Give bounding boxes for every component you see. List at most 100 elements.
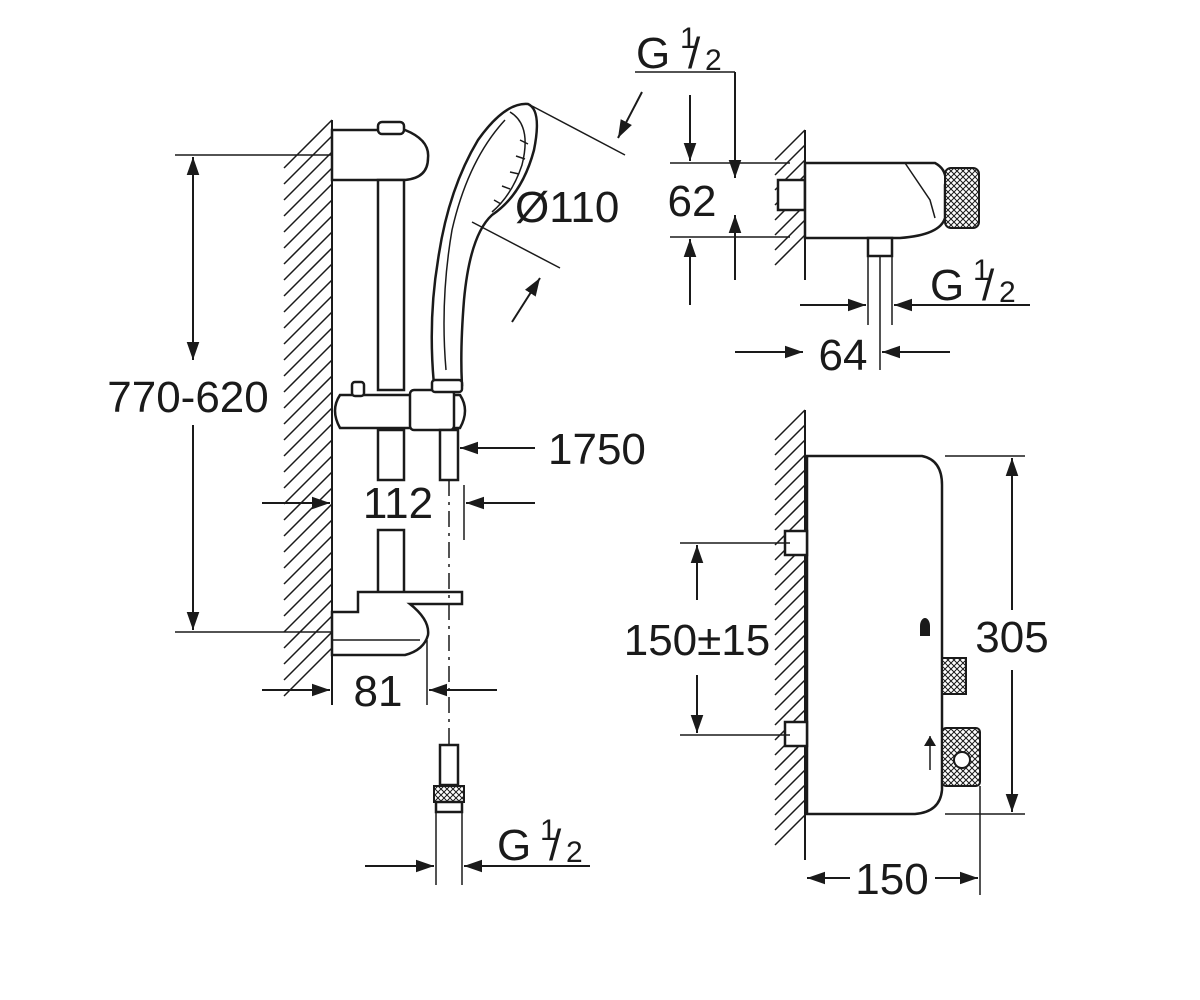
wall-hatch-line xyxy=(283,375,333,425)
wall-hatch-line xyxy=(774,814,806,846)
wall-hatch-line xyxy=(774,144,806,176)
wall-hatch-line xyxy=(283,471,333,521)
wall-hatch-line xyxy=(774,469,806,501)
wall-hatch-line xyxy=(283,567,333,617)
wall-hatch-line xyxy=(283,183,333,233)
rail-offset-label: 112 xyxy=(363,479,433,528)
dim-head-diameter: Ø110 xyxy=(471,91,643,323)
wall-hatch-line xyxy=(283,263,333,313)
hose-thread-num: 1 xyxy=(540,814,557,847)
wall-hatch-line xyxy=(774,409,806,441)
wall-hatch-line xyxy=(283,311,333,361)
wall-hatch-line xyxy=(283,599,333,649)
wall-hatch-line xyxy=(283,151,333,201)
wall-hatch-line xyxy=(283,519,333,569)
wall-hatch-line xyxy=(774,424,806,456)
wall-hatch-line xyxy=(774,694,806,726)
dim-inlet-centers: 150±15 xyxy=(624,542,790,736)
wall-hatch-line xyxy=(774,604,806,636)
outlet-offset-label: 64 xyxy=(819,331,868,380)
wall-hatch-line xyxy=(283,135,333,185)
wall-hatch-line xyxy=(283,327,333,377)
top-thread-g: G xyxy=(636,29,670,78)
outlet-thread-den: 2 xyxy=(999,276,1016,309)
wall-hatch-line xyxy=(774,799,806,831)
hose-thread-g: G xyxy=(497,821,531,870)
wall-hatch-line xyxy=(283,199,333,249)
dim-mixer-height: 305 xyxy=(945,455,1049,815)
wall-hatch-line xyxy=(774,619,806,651)
wall-hatch-line xyxy=(283,647,333,697)
wall-hatch-line xyxy=(283,455,333,505)
wall-hatch-line xyxy=(283,359,333,409)
inlet-spacing-label: 62 xyxy=(668,177,717,226)
outlet-thread-num: 1 xyxy=(973,254,990,287)
hose xyxy=(433,428,465,885)
shower-rail xyxy=(330,120,467,657)
hose-length-label: 1750 xyxy=(548,425,646,474)
rail-height-label: 770-620 xyxy=(107,373,268,422)
top-thread-den: 2 xyxy=(705,44,722,77)
wall-hatch-line xyxy=(283,615,333,665)
bracket-depth-label: 81 xyxy=(354,667,403,716)
dim-bracket-depth: 81 xyxy=(262,640,497,716)
wall-hatch-line xyxy=(283,583,333,633)
mixer-width-label: 150 xyxy=(855,855,928,904)
wall-hatch-line xyxy=(283,551,333,601)
dim-rail-offset: 112 xyxy=(262,479,535,540)
inlet-centers-label: 150±15 xyxy=(624,616,771,665)
wall-hatch-line xyxy=(774,634,806,666)
wall-hatch-line xyxy=(283,343,333,393)
wall-hatch-line xyxy=(774,499,806,531)
top-thread-slash: / xyxy=(688,29,701,78)
outlet-thread-g: G xyxy=(930,261,964,310)
wall-hatch-line xyxy=(774,439,806,471)
wall-hatch-line xyxy=(283,423,333,473)
wall-hatch-line xyxy=(774,129,806,161)
wall-bottom-right xyxy=(774,409,806,860)
wall-hatch-line xyxy=(774,754,806,786)
dim-outlet-thread: G 1 / 2 xyxy=(800,254,1030,312)
wall-hatch-line xyxy=(283,631,333,681)
wall-hatch-line xyxy=(283,119,333,169)
hose-thread-slash: / xyxy=(549,821,562,870)
hand-shower xyxy=(430,102,539,394)
wall-hatch-line xyxy=(774,574,806,606)
mixer-front-view xyxy=(783,454,981,816)
wall-hatch-line xyxy=(283,247,333,297)
dim-mixer-width: 150 xyxy=(807,786,981,904)
wall-hatch-line xyxy=(283,279,333,329)
top-thread-num: 1 xyxy=(680,22,697,55)
dim-rail-height: 770-620 xyxy=(107,154,332,633)
mixer-side-view xyxy=(776,161,980,370)
wall-hatch-line xyxy=(774,679,806,711)
wall-hatch-line xyxy=(774,664,806,696)
wall-hatch-line xyxy=(283,167,333,217)
mixer-height-label: 305 xyxy=(975,613,1048,662)
wall-hatch-line xyxy=(774,769,806,801)
wall-hatch-line xyxy=(283,231,333,281)
wall-hatch-line xyxy=(283,295,333,345)
wall-hatch-line xyxy=(283,503,333,553)
wall-hatch-line xyxy=(283,407,333,457)
wall-hatch-line xyxy=(774,649,806,681)
wall-hatch-line xyxy=(774,454,806,486)
dim-inlet-spacing: 62 xyxy=(668,95,790,305)
wall-hatch-line xyxy=(774,219,806,251)
dim-hose-thread: G 1 / 2 xyxy=(365,814,590,873)
head-diameter-label: Ø110 xyxy=(515,183,619,232)
wall-hatch-line xyxy=(774,589,806,621)
wall-hatch-line xyxy=(774,234,806,266)
dim-top-thread: G 1 / 2 xyxy=(635,22,742,178)
wall-hatch-line xyxy=(774,484,806,516)
wall-hatch-line xyxy=(774,784,806,816)
outlet-thread-slash: / xyxy=(982,261,995,310)
wall-left xyxy=(283,119,333,705)
wall-hatch-line xyxy=(283,535,333,585)
wall-hatch-line xyxy=(283,439,333,489)
wall-hatch-line xyxy=(283,391,333,441)
wall-hatch-line xyxy=(283,215,333,265)
wall-hatch-line xyxy=(774,559,806,591)
dim-outlet-offset: 64 xyxy=(735,331,950,380)
